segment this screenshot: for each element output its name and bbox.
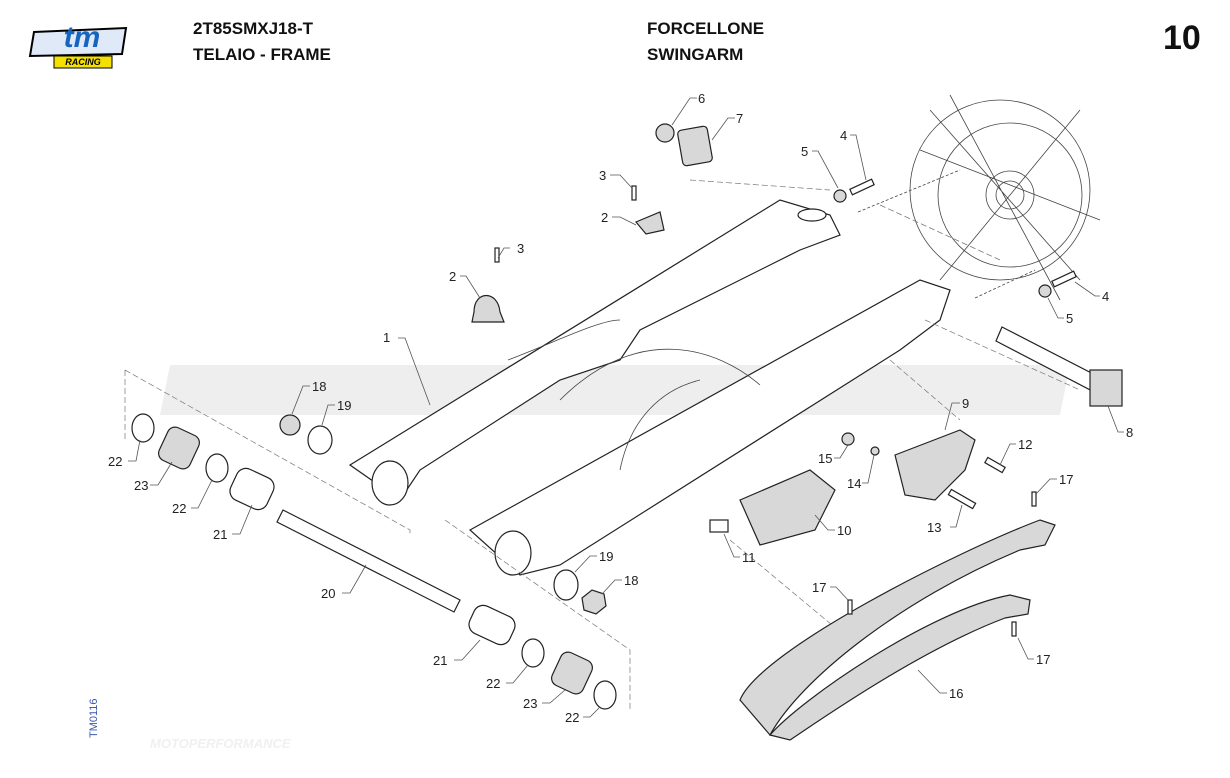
screw — [847, 599, 853, 615]
model-code: 2T85SMXJ18-T — [193, 19, 313, 38]
callout-9: 9 — [962, 396, 969, 411]
callout-6: 6 — [698, 91, 705, 106]
swingarm-chain-slider — [739, 519, 1056, 737]
callout-22: 22 — [172, 501, 186, 516]
watermark-band — [160, 365, 1070, 415]
callout-5: 5 — [801, 144, 808, 159]
callout-3: 3 — [517, 241, 524, 256]
callout-2: 2 — [601, 210, 608, 225]
callout-23: 23 — [134, 478, 148, 493]
adjuster-bolt — [849, 178, 875, 196]
group-title-english: SWINGARM — [647, 45, 744, 64]
callout-15: 15 — [818, 451, 832, 466]
nut — [841, 432, 855, 446]
callout-14: 14 — [847, 476, 861, 491]
rear-sprocket-wheel — [909, 94, 1101, 301]
axle-nut — [581, 589, 607, 615]
bolt — [947, 488, 977, 510]
callout-16: 16 — [949, 686, 963, 701]
callout-10: 10 — [837, 523, 851, 538]
swingarm-body — [348, 199, 951, 576]
callout-13: 13 — [927, 520, 941, 535]
needle-bearing — [158, 426, 200, 470]
callout-23: 23 — [523, 696, 537, 711]
washer — [870, 446, 880, 456]
callout-21: 21 — [433, 653, 447, 668]
callout-19: 19 — [599, 549, 613, 564]
axle-head — [1089, 369, 1123, 407]
callout-5: 5 — [1066, 311, 1073, 326]
brake-hose-clamp — [635, 211, 665, 235]
logo-tm-text: tm — [63, 21, 101, 54]
chain-slider-guide — [739, 469, 836, 546]
fitting — [709, 519, 729, 533]
callout-18: 18 — [312, 379, 326, 394]
o-ring — [205, 453, 229, 483]
chain-guide-bracket — [894, 429, 976, 501]
swingarm-pivot-axle — [276, 509, 461, 613]
drive-chain — [857, 169, 1036, 299]
callout-18: 18 — [624, 573, 638, 588]
bolt — [494, 247, 500, 263]
adjuster-bolt — [1051, 270, 1077, 288]
o-ring — [521, 638, 545, 668]
callout-19: 19 — [337, 398, 351, 413]
screw — [1011, 621, 1017, 637]
bolt — [631, 185, 637, 201]
callout-20: 20 — [321, 586, 335, 601]
washer — [1038, 284, 1052, 298]
watermark: MOTOPERFORMANCE — [150, 736, 291, 751]
callout-22: 22 — [108, 454, 122, 469]
washer — [307, 425, 333, 455]
bushing-spacer — [468, 604, 516, 646]
washer — [833, 189, 847, 203]
bushing-spacer — [229, 467, 275, 511]
needle-bearing — [551, 651, 593, 695]
callout-21: 21 — [213, 527, 227, 542]
logo-racing-text: RACING — [65, 57, 101, 67]
dust-seal-nut — [279, 414, 301, 436]
page-number: 10 — [1163, 19, 1201, 57]
callout-3: 3 — [599, 168, 606, 183]
eccentric-bushing — [655, 123, 675, 143]
callout-4: 4 — [1102, 289, 1109, 304]
callout-7: 7 — [736, 111, 743, 126]
screw — [1031, 491, 1037, 507]
bolt — [984, 456, 1006, 474]
drawing-code: TM0116 — [88, 698, 100, 738]
chain-adjuster-plate — [677, 125, 713, 167]
callout-8: 8 — [1126, 425, 1133, 440]
washer — [553, 569, 579, 601]
callout-17: 17 — [812, 580, 826, 595]
callout-22: 22 — [565, 710, 579, 725]
brake-hose-clamp — [471, 295, 505, 323]
callout-17: 17 — [1036, 652, 1050, 667]
callout-1: 1 — [383, 330, 390, 345]
callout-17: 17 — [1059, 472, 1073, 487]
o-ring — [593, 680, 617, 710]
section-title: TELAIO - FRAME — [193, 45, 331, 64]
tm-racing-logo — [28, 26, 128, 69]
callout-12: 12 — [1018, 437, 1032, 452]
o-ring — [131, 413, 155, 443]
group-title-italian: FORCELLONE — [647, 19, 765, 38]
callout-11: 11 — [742, 550, 756, 565]
callout-22: 22 — [486, 676, 500, 691]
callout-4: 4 — [840, 128, 847, 143]
callout-2: 2 — [449, 269, 456, 284]
